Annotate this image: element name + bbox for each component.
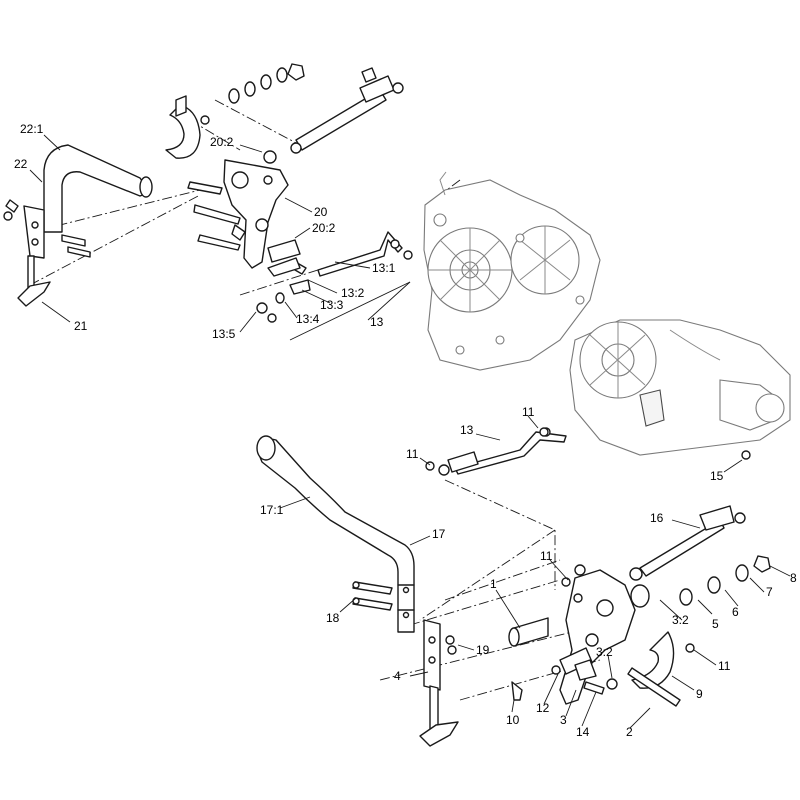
callout-19: 19 — [476, 643, 490, 657]
callout-17-1: 17:1 — [260, 503, 284, 517]
lower-control-bracket — [559, 564, 636, 705]
callout-15: 15 — [710, 469, 724, 483]
callout-1: 1 — [490, 577, 497, 591]
callout-5: 5 — [712, 617, 719, 631]
callout-22-1: 22:1 — [20, 122, 44, 136]
callout-3-2-top: 3:2 — [672, 613, 689, 627]
lower-transmission — [569, 319, 791, 456]
callout-16: 16 — [650, 511, 664, 525]
callout-11-a: 11 — [522, 405, 535, 419]
callout-12: 12 — [536, 701, 550, 715]
callout-11-c: 11 — [540, 549, 553, 563]
upper-clamp — [165, 95, 210, 159]
upper-washer-stack — [228, 63, 305, 104]
lower-pivot-shaft — [508, 617, 549, 647]
callout-13-4: 13:4 — [296, 312, 320, 326]
callout-13-upper: 13 — [370, 315, 384, 329]
lower-damper-rod — [629, 505, 746, 581]
callout-8: 8 — [790, 571, 797, 585]
callout-20: 20 — [314, 205, 328, 219]
callout-3-2-bottom: 3:2 — [596, 645, 613, 659]
callout-10: 10 — [506, 713, 520, 727]
callout-4: 4 — [394, 669, 401, 683]
callout-3: 3 — [560, 713, 567, 727]
assembly-centerlines — [29, 99, 601, 701]
leader-lines — [29, 134, 791, 729]
upper-transmission — [423, 171, 601, 371]
callout-22: 22 — [14, 157, 28, 171]
callout-14: 14 — [576, 725, 590, 739]
callout-7: 7 — [766, 585, 773, 599]
upper-lap-bar-handle — [43, 144, 153, 233]
callout-2: 2 — [626, 725, 633, 739]
lower-lap-bar-mount — [419, 619, 459, 747]
lower-lap-bar-handle — [256, 435, 415, 633]
lower-washer-stack — [630, 555, 771, 608]
callout-21: 21 — [74, 319, 88, 333]
upper-lap-bar-mount — [3, 199, 91, 307]
callout-13-3: 13:3 — [320, 298, 344, 312]
lower-mounting-bolts — [352, 581, 393, 611]
lower-clamp — [631, 631, 695, 689]
lower-hardware — [511, 427, 751, 707]
callout-20-2-bottom: 20:2 — [312, 221, 336, 235]
callout-20-2-top: 20:2 — [210, 135, 234, 149]
callout-13-2-top: 13:2 — [341, 286, 365, 300]
upper-linkage-rod — [256, 231, 413, 323]
callout-18: 18 — [326, 611, 340, 625]
callout-13-lower: 13 — [460, 423, 474, 437]
callout-13-1-top: 13:1 — [372, 261, 396, 275]
callout-17: 17 — [432, 527, 446, 541]
callout-13-5: 13:5 — [212, 327, 236, 341]
upper-control-bracket — [223, 150, 301, 269]
callout-9: 9 — [696, 687, 703, 701]
callout-11-d: 11 — [718, 659, 731, 673]
callout-labels: 22:1 22 21 20:2 20 20:2 13:1 13:2 13:3 1… — [14, 122, 797, 739]
callout-11-b: 11 — [406, 447, 419, 461]
callout-6: 6 — [732, 605, 739, 619]
upper-damper-rod — [290, 67, 404, 154]
